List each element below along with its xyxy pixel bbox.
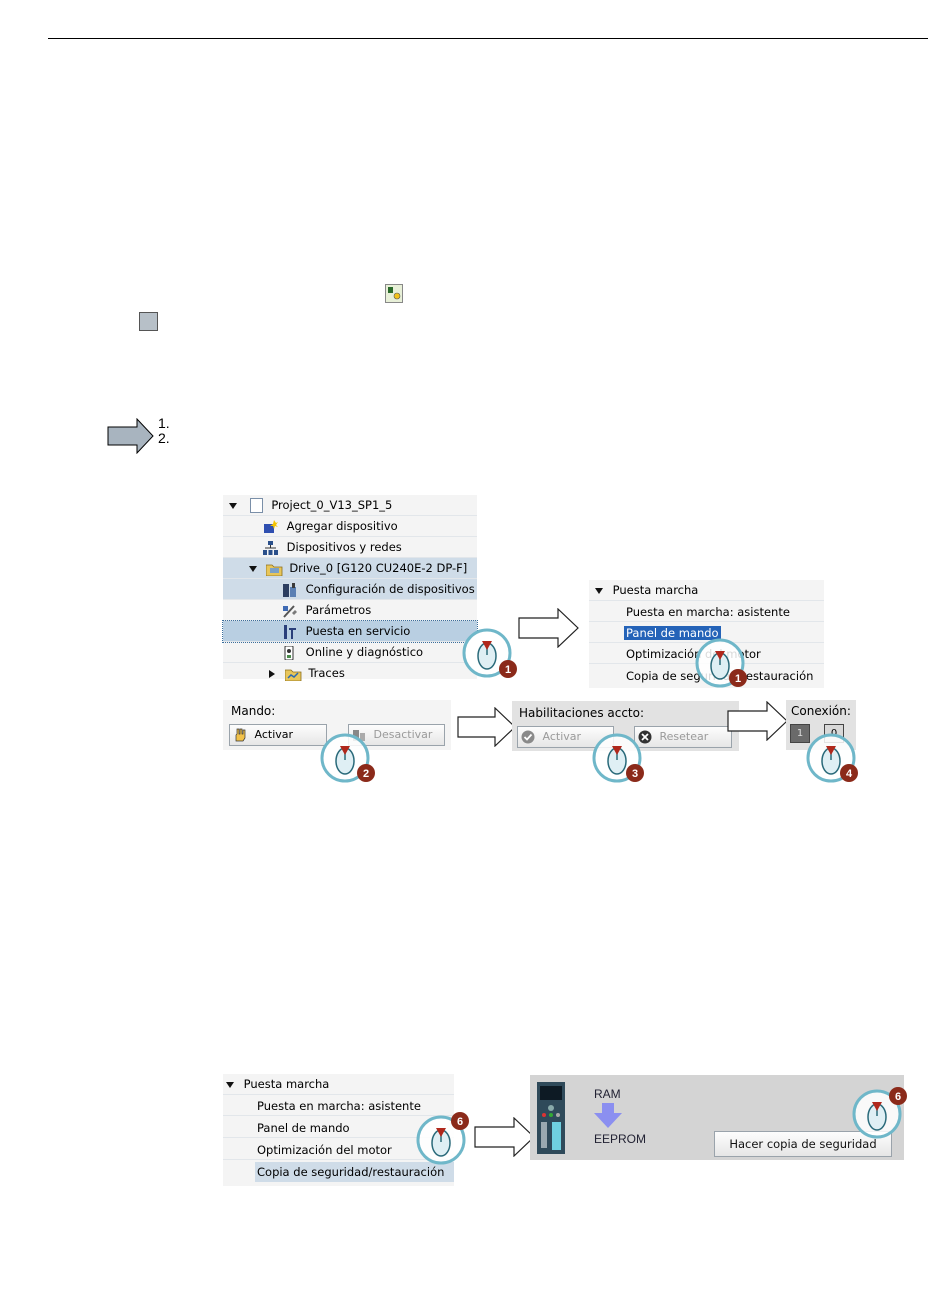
parameters-icon [282, 604, 297, 618]
svg-text:4: 4 [846, 768, 853, 780]
svg-text:3: 3 [632, 768, 638, 780]
menu-item-control-panel[interactable]: Panel de mando [589, 623, 824, 643]
menu-header-label: Puesta marcha [243, 1077, 330, 1091]
key-square-icon [139, 312, 158, 331]
inverter-icon [537, 1082, 565, 1154]
activate-enables-label: Activar [542, 730, 582, 743]
flow-arrow-icon [474, 1116, 536, 1161]
menu-item-control-panel[interactable]: Panel de mando [223, 1118, 454, 1138]
collapsed-icon [269, 669, 275, 678]
menu-item-wizard[interactable]: Puesta en marcha: asistente [589, 602, 824, 622]
tree-item-online-diagnostics[interactable]: Online y diagnóstico [223, 642, 477, 663]
enables-label: Habilitaciones accto: [519, 706, 645, 720]
tree-item-label: Traces [308, 666, 345, 680]
expand-icon [595, 587, 603, 594]
tree-item-devices-networks[interactable]: Dispositivos y redes [223, 537, 477, 558]
ram-label: RAM [594, 1087, 621, 1101]
expand-icon [229, 502, 237, 509]
step-list: 1. 2. [158, 416, 170, 446]
tree-item-device-config[interactable]: Configuración de dispositivos [223, 579, 477, 600]
traces-folder-icon [284, 667, 302, 681]
tree-item-traces[interactable]: Traces [223, 663, 477, 683]
activate-control-button[interactable]: Activar [229, 724, 327, 746]
flow-arrow-icon [727, 700, 789, 745]
off-label: 0 [830, 728, 838, 739]
connection-label: Conexión: [791, 704, 851, 718]
deactivate-control-button[interactable]: Desactivar [348, 724, 445, 746]
header-rule [48, 38, 928, 39]
flow-arrow-icon [457, 706, 517, 751]
menu-item-wizard[interactable]: Puesta en marcha: asistente [223, 1096, 454, 1116]
tree-item-label: Online y diagnóstico [305, 645, 424, 659]
menu-item-label: Puesta en marcha: asistente [257, 1099, 421, 1113]
go-online-icon [385, 284, 403, 303]
menu-header[interactable]: Puesta marcha [589, 580, 824, 601]
commissioning-icon [282, 624, 297, 639]
project-file-icon [249, 498, 263, 513]
tree-item-label: Parámetros [305, 603, 372, 617]
motor-on-button[interactable]: 1 [790, 724, 810, 743]
flow-arrow-icon [518, 607, 580, 652]
expand-icon [226, 1081, 234, 1088]
expand-icon [249, 565, 257, 572]
svg-text:6: 6 [457, 1116, 463, 1128]
svg-text:1: 1 [735, 673, 741, 685]
backup-button-label: Hacer copia de seguridad [729, 1137, 877, 1151]
step-2: 2. [158, 430, 170, 446]
eeprom-label: EEPROM [594, 1132, 647, 1146]
tree-item-add-device[interactable]: Agregar dispositivo [223, 516, 477, 537]
menu-header-label: Puesta marcha [612, 583, 699, 597]
mouse-click-icon: 6 [852, 1084, 912, 1144]
activate-label: Activar [254, 728, 294, 741]
reset-label: Resetear [659, 730, 709, 743]
tree-project-row[interactable]: Project_0_V13_SP1_5 [223, 495, 477, 516]
reset-button[interactable]: Resetear [634, 726, 732, 748]
tree-item-label: Drive_0 [G120 CU240E-2 DP-F] [289, 561, 468, 575]
mouse-click-icon: 2 [320, 728, 380, 788]
deactivate-label: Desactivar [373, 728, 433, 741]
mando-label: Mando: [231, 704, 276, 718]
tree-item-label: Agregar dispositivo [286, 519, 398, 533]
check-icon [521, 730, 535, 744]
tree-project-label: Project_0_V13_SP1_5 [271, 498, 393, 512]
svg-text:6: 6 [895, 1091, 901, 1103]
drive-folder-icon [265, 562, 283, 576]
menu-item-label: Copia de seguridad/restauración [257, 1165, 445, 1179]
procedure-arrow-icon [107, 417, 155, 458]
mouse-click-icon: 1 [462, 623, 522, 683]
mouse-click-icon: 3 [592, 728, 652, 788]
device-config-icon [282, 582, 297, 597]
step-1: 1. [158, 415, 170, 431]
mouse-click-icon: 6 [416, 1112, 476, 1172]
tree-item-label: Dispositivos y redes [286, 540, 402, 554]
network-icon [263, 540, 278, 555]
reset-icon [638, 730, 652, 744]
add-device-icon [263, 519, 278, 534]
project-tree: Project_0_V13_SP1_5 Agregar dispositivo … [222, 495, 478, 681]
tree-item-label: Puesta en servicio [305, 624, 411, 638]
online-diagnostics-icon [282, 645, 297, 660]
backup-button[interactable]: Hacer copia de seguridad [714, 1131, 892, 1157]
menu-item-label: Optimización del motor [257, 1143, 392, 1157]
menu-header[interactable]: Puesta marcha [223, 1074, 454, 1095]
tree-item-parameters[interactable]: Parámetros [223, 600, 477, 621]
tree-item-commissioning[interactable]: Puesta en servicio [222, 620, 478, 643]
on-label: 1 [796, 728, 804, 739]
tree-item-label: Configuración de dispositivos [305, 582, 475, 596]
backup-panel: RAM EEPROM Hacer copia de seguridad [530, 1075, 904, 1160]
menu-item-label: Panel de mando [257, 1121, 350, 1135]
menu-item-motor-optimization[interactable]: Optimización del motor [223, 1140, 454, 1160]
hand-icon [233, 728, 247, 742]
svg-text:1: 1 [505, 664, 511, 676]
tree-item-drive[interactable]: Drive_0 [G120 CU240E-2 DP-F] [223, 558, 477, 579]
menu-item-label: Panel de mando [624, 626, 721, 640]
mouse-click-icon: 1 [695, 633, 755, 693]
menu-item-backup-restore[interactable]: Copia de seguridad/restauración [255, 1162, 454, 1182]
deactivate-icon [352, 728, 366, 742]
svg-text:2: 2 [363, 768, 369, 780]
mouse-click-icon: 4 [806, 728, 866, 788]
commissioning-menu-2: Puesta marcha Puesta en marcha: asistent… [223, 1074, 454, 1186]
menu-item-label: Puesta en marcha: asistente [626, 605, 790, 619]
down-arrow-icon [593, 1103, 623, 1133]
